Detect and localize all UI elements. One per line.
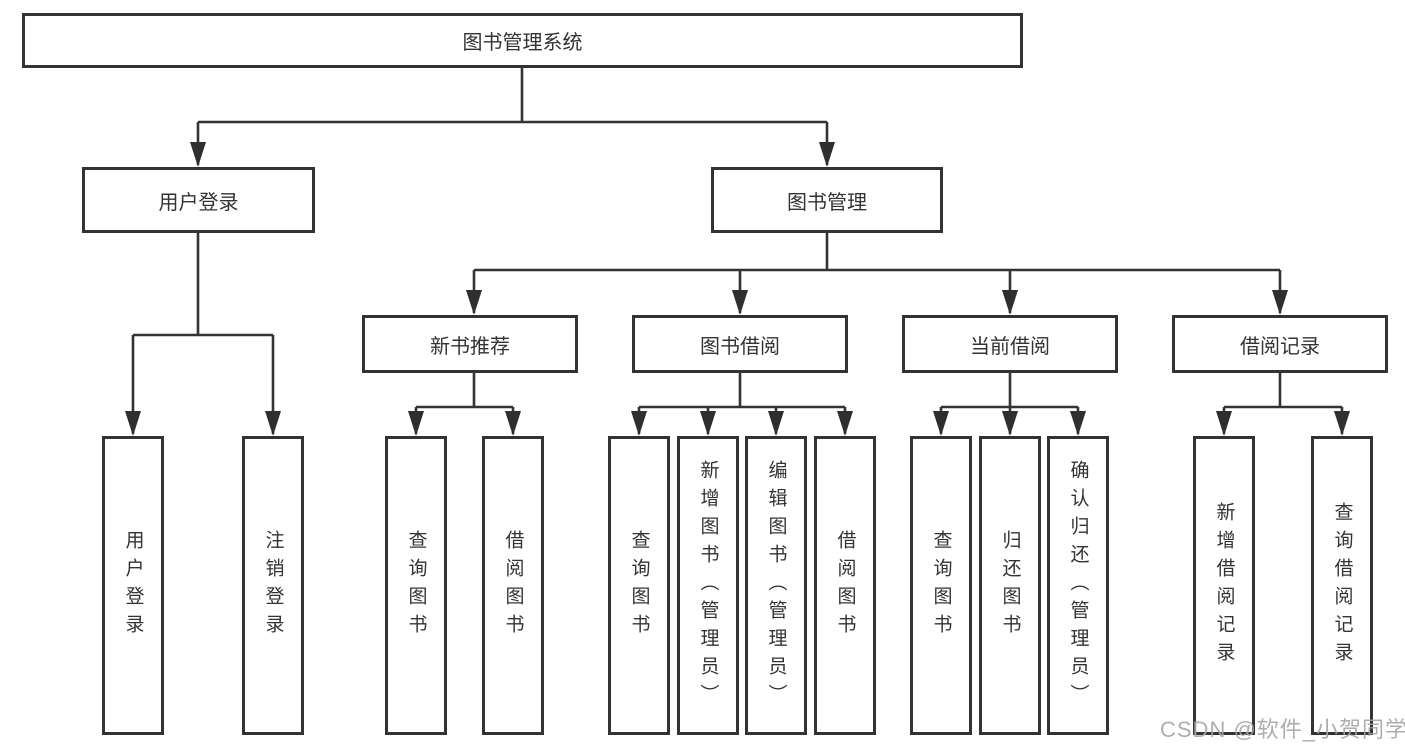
node-leaf-logout: 注销登录 [242, 436, 304, 735]
node-label: 查询图书 [628, 529, 650, 642]
node-current-borrow: 当前借阅 [902, 315, 1118, 373]
node-leaf-borrow-book-1: 借阅图书 [482, 436, 544, 735]
node-label: 借阅记录 [1240, 335, 1320, 358]
node-leaf-borrow-book-2: 借阅图书 [814, 436, 876, 735]
node-label: 注销登录 [262, 529, 284, 642]
node-label: 图书管理系统 [462, 32, 583, 54]
node-label: 查询图书 [405, 529, 427, 642]
node-leaf-query-book-1: 查询图书 [385, 436, 447, 735]
node-library-system: 图书管理系统 [22, 13, 1023, 68]
node-label: 借阅图书 [834, 529, 856, 642]
node-leaf-query-borrow-record: 查询借阅记录 [1311, 436, 1373, 735]
node-leaf-add-book-admin: 新增图书（管理员） [677, 436, 739, 735]
node-label: 新增借阅记录 [1213, 501, 1235, 670]
node-book-borrow: 图书借阅 [632, 315, 848, 373]
node-label: 编辑图书（管理员） [765, 459, 787, 712]
node-label: 用户登录 [122, 529, 144, 642]
node-new-book-recommend: 新书推荐 [362, 315, 578, 373]
node-book-management: 图书管理 [711, 167, 943, 233]
node-label: 查询借阅记录 [1331, 501, 1353, 670]
node-borrow-record: 借阅记录 [1172, 315, 1388, 373]
node-label: 新增图书（管理员） [697, 459, 719, 712]
node-label: 新书推荐 [430, 335, 510, 358]
arrowhead-icons [125, 142, 1350, 436]
node-label: 查询图书 [930, 529, 952, 642]
node-label: 图书管理 [787, 191, 867, 214]
watermark: CSDN @软件_小贺同学 [1160, 717, 1405, 742]
node-label: 归还图书 [999, 529, 1021, 642]
node-leaf-add-borrow-record: 新增借阅记录 [1193, 436, 1255, 735]
node-leaf-edit-book-admin: 编辑图书（管理员） [745, 436, 807, 735]
node-leaf-return-book: 归还图书 [979, 436, 1041, 735]
node-label: 借阅图书 [502, 529, 524, 642]
node-label: 确认归还（管理员） [1067, 459, 1089, 712]
node-label: 用户登录 [158, 191, 239, 214]
node-label: 图书借阅 [700, 335, 780, 358]
node-user-login: 用户登录 [82, 167, 315, 233]
node-leaf-user-login: 用户登录 [102, 436, 164, 735]
node-leaf-query-book-2: 查询图书 [608, 436, 670, 735]
node-leaf-query-book-3: 查询图书 [910, 436, 972, 735]
node-leaf-confirm-return-admin: 确认归还（管理员） [1047, 436, 1109, 735]
node-label: 当前借阅 [970, 335, 1050, 358]
